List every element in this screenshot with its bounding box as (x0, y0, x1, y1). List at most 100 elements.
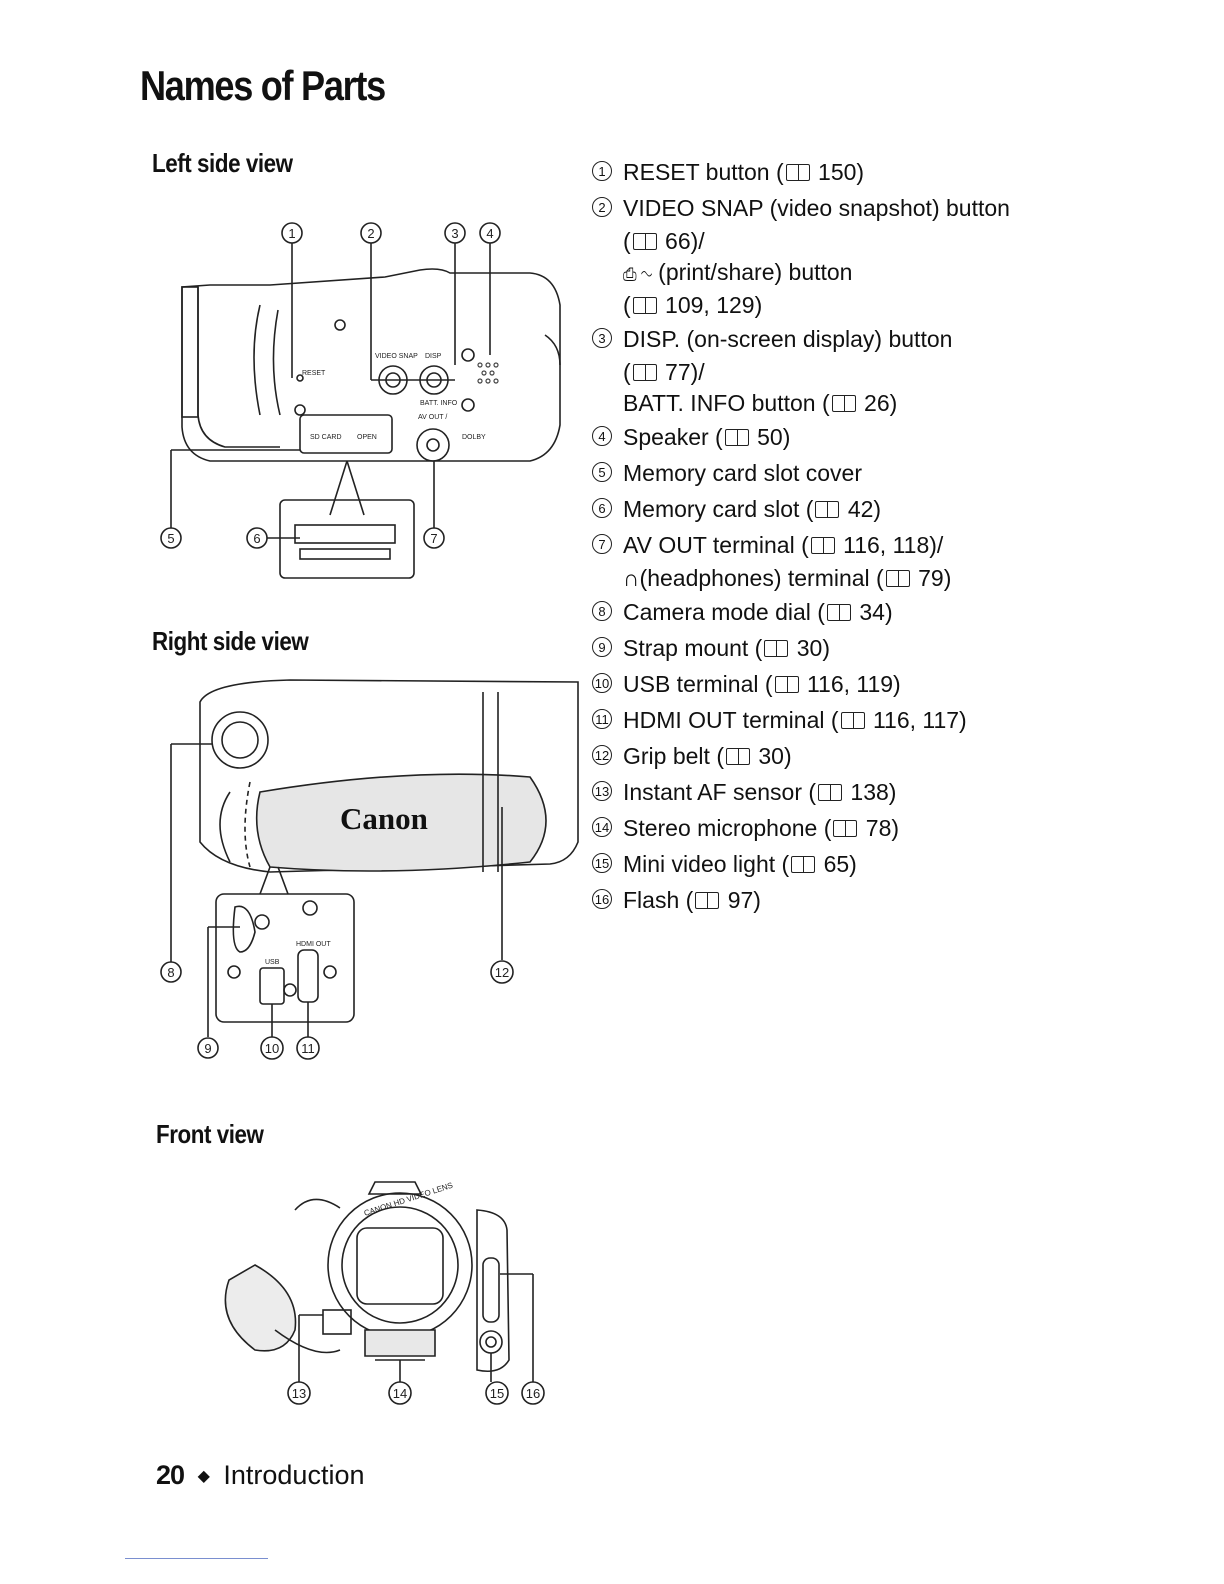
svg-text:DOLBY: DOLBY (462, 434, 486, 441)
print-share-icon: ⎙ ∿ (623, 265, 652, 284)
callout-10: 10 (260, 1036, 284, 1060)
parts-legend: 1 RESET button ( 150) 2 VIDEO SNAP (vide… (590, 154, 1070, 918)
left-side-view-heading: Left side view (152, 148, 293, 178)
svg-text:6: 6 (253, 531, 260, 546)
legend-number: 2 (592, 197, 612, 217)
legend-item: 14 Stereo microphone ( 78) (590, 810, 1070, 846)
legend-number: 3 (592, 328, 612, 348)
callout-12: 12 (490, 960, 514, 984)
svg-text:9: 9 (204, 1041, 211, 1056)
callout-9: 9 (197, 1037, 219, 1059)
callout-14: 14 (388, 1381, 412, 1405)
legend-item: 15 Mini video light ( 65) (590, 846, 1070, 882)
svg-text:10: 10 (265, 1041, 279, 1056)
svg-text:8: 8 (167, 965, 174, 980)
headphones-icon: ∩ (623, 565, 640, 591)
svg-text:HDMI OUT: HDMI OUT (296, 941, 331, 948)
callout-15: 15 (485, 1381, 509, 1405)
book-reference-icon (826, 604, 851, 621)
svg-text:2: 2 (367, 226, 374, 241)
legend-item: 13 Instant AF sensor ( 138) (590, 774, 1070, 810)
separator-diamond-icon: ◆ (197, 1468, 210, 1485)
legend-number: 9 (592, 637, 612, 657)
right-side-view-illustration: 8 9 10 11 12 Canon HDMI OUT USB (160, 679, 579, 1060)
book-reference-icon (632, 364, 657, 381)
legend-number: 6 (592, 498, 612, 518)
callout-3: 3 (444, 222, 466, 244)
legend-item: 6 Memory card slot ( 42) (590, 491, 1070, 527)
callout-2: 2 (360, 222, 382, 244)
callout-6: 6 (246, 527, 268, 549)
svg-text:11: 11 (301, 1041, 315, 1056)
legend-number: 15 (592, 853, 612, 873)
svg-text:4: 4 (486, 226, 493, 241)
legend-item: 9 Strap mount ( 30) (590, 630, 1070, 666)
book-reference-icon (774, 676, 799, 693)
svg-text:14: 14 (393, 1386, 407, 1401)
page-number: 20 (156, 1460, 185, 1490)
svg-text:3: 3 (451, 226, 458, 241)
legend-number: 12 (592, 745, 612, 765)
book-reference-icon (632, 233, 657, 250)
legend-number: 5 (592, 462, 612, 482)
svg-text:5: 5 (167, 531, 174, 546)
legend-item: 8 Camera mode dial ( 34) (590, 594, 1070, 630)
book-reference-icon (785, 164, 810, 181)
svg-text:VIDEO SNAP: VIDEO SNAP (375, 353, 418, 360)
legend-number: 8 (592, 601, 612, 621)
book-reference-icon (724, 429, 749, 446)
book-reference-icon (818, 784, 843, 801)
legend-number: 7 (592, 534, 612, 554)
book-reference-icon (815, 501, 840, 518)
left-side-view-figure: 1 2 3 4 5 6 7 (150, 215, 580, 590)
front-view-illustration: 13 14 15 16 CANON HD VIDEO LENS (224, 1181, 545, 1405)
page-title: Names of Parts (140, 62, 386, 109)
front-view-heading: Front view (156, 1119, 264, 1149)
legend-item: 12 Grip belt ( 30) (590, 738, 1070, 774)
callout-4: 4 (479, 222, 501, 244)
svg-text:1: 1 (288, 226, 295, 241)
callout-1: 1 (281, 222, 303, 244)
book-reference-icon (831, 395, 856, 412)
book-reference-icon (885, 570, 910, 587)
legend-number: 13 (592, 781, 612, 801)
svg-text:7: 7 (430, 531, 437, 546)
book-reference-icon (810, 537, 835, 554)
callout-11: 11 (296, 1036, 320, 1060)
book-reference-icon (764, 640, 789, 657)
callout-7: 7 (423, 527, 445, 549)
svg-text:RESET: RESET (302, 370, 326, 377)
right-side-view-figure: 8 9 10 11 12 Canon HDMI OUT USB (150, 672, 590, 1072)
legend-item: 7 AV OUT terminal ( 116, 118)/ ∩(headpho… (590, 527, 1070, 594)
legend-number: 14 (592, 817, 612, 837)
callout-8: 8 (160, 961, 182, 983)
legend-number: 4 (592, 426, 612, 446)
legend-item: 4 Speaker ( 50) (590, 419, 1070, 455)
svg-text:CANON HD VIDEO LENS: CANON HD VIDEO LENS (363, 1181, 454, 1218)
front-view-figure: 13 14 15 16 CANON HD VIDEO LENS (215, 1170, 555, 1425)
right-side-view-heading: Right side view (152, 626, 309, 656)
legend-item: 10 USB terminal ( 116, 119) (590, 666, 1070, 702)
legend-item: 2 VIDEO SNAP (video snapshot) button ( 6… (590, 190, 1070, 321)
legend-item: 16 Flash ( 97) (590, 882, 1070, 918)
svg-text:OPEN: OPEN (357, 434, 377, 441)
book-reference-icon (695, 892, 720, 909)
book-reference-icon (791, 856, 816, 873)
bottom-rule (125, 1558, 268, 1559)
legend-item: 11 HDMI OUT terminal ( 116, 117) (590, 702, 1070, 738)
svg-text:12: 12 (495, 965, 509, 980)
svg-text:AV OUT /: AV OUT / (418, 414, 447, 421)
legend-number: 16 (592, 889, 612, 909)
legend-item: 3 DISP. (on-screen display) button ( 77)… (590, 321, 1070, 419)
svg-text:DISP: DISP (425, 353, 442, 360)
legend-number: 11 (592, 709, 612, 729)
legend-item: 1 RESET button ( 150) (590, 154, 1070, 190)
chapter-name: Introduction (223, 1460, 365, 1490)
book-reference-icon (840, 712, 865, 729)
page-footer: 20 ◆ Introduction (156, 1460, 364, 1491)
legend-number: 1 (592, 161, 612, 181)
svg-text:13: 13 (292, 1386, 306, 1401)
book-reference-icon (833, 820, 858, 837)
left-side-view-illustration: 1 2 3 4 5 6 7 (160, 222, 561, 579)
brand-logo: Canon (340, 801, 428, 836)
